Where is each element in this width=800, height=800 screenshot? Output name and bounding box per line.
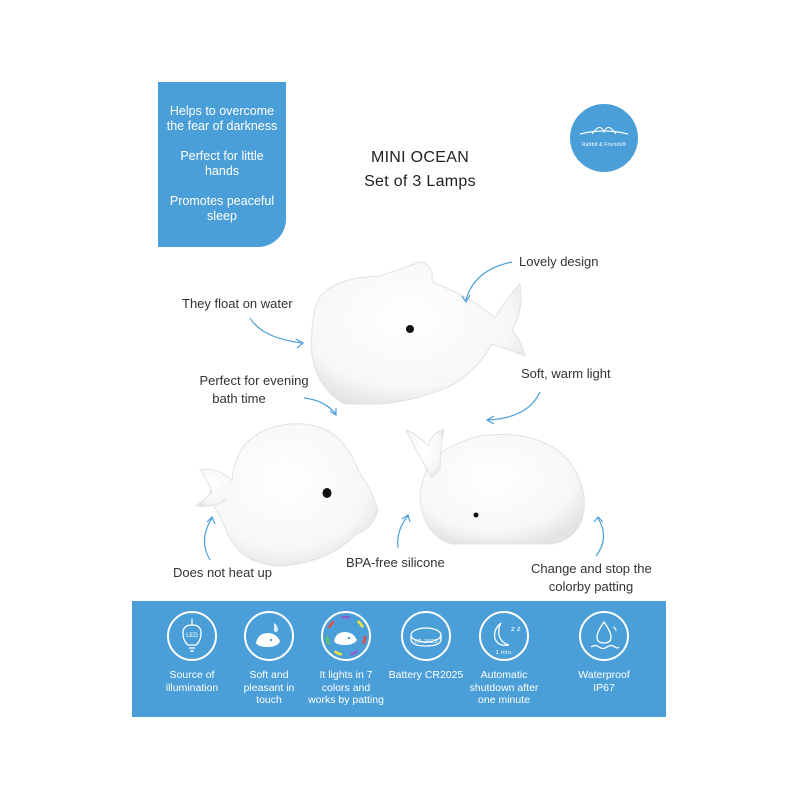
label-heat: Does not heat up: [173, 565, 273, 580]
arrow-warm-light: [487, 391, 541, 421]
label-change-line-1: Change and stop the: [531, 561, 652, 576]
benefits-panel: Helps to overcome the fear of darkness P…: [158, 82, 286, 247]
arrow-float: [249, 317, 303, 344]
label-warm-light: Soft, warm light: [521, 366, 611, 381]
benefit-little-hands: Perfect for little hands: [180, 149, 264, 178]
water-drop-icon: [579, 611, 629, 661]
title-line-2: Set of 3 Lamps: [364, 173, 476, 190]
label-lovely-design: Lovely design: [519, 254, 599, 269]
shark-eye: [406, 325, 414, 333]
feature-illumination-label: Source of illumination: [165, 669, 219, 694]
label-bath-line-2: bath time: [212, 391, 266, 406]
product-title: MINI OCEAN Set of 3 Lamps: [330, 146, 510, 194]
beluga-eye: [322, 488, 332, 498]
label-bpa: BPA-free silicone: [346, 555, 445, 570]
battery-icon-text: CR 2025: [414, 639, 438, 645]
feature-illumination: LED Source of illumination: [154, 611, 230, 694]
features-band: LED Source of illumination Soft and plea…: [132, 601, 666, 717]
feature-battery-label: Battery CR2025: [388, 669, 464, 681]
benefit-darkness: Helps to overcome the fear of darkness: [166, 104, 278, 133]
feature-colors: It lights in 7 colors and works by patti…: [308, 611, 384, 707]
arrow-lovely-design: [465, 261, 513, 301]
title-line-1: MINI OCEAN: [370, 149, 470, 166]
rainbow-whale-icon: [321, 611, 371, 661]
feature-colors-label: It lights in 7 colors and works by patti…: [308, 669, 384, 706]
label-bath: Perfect for evening bath time: [198, 372, 310, 408]
beluga-lamp: [194, 423, 379, 567]
feature-soft-touch: Soft and pleasant in touch: [231, 611, 307, 707]
whale-lamp: [404, 429, 585, 545]
logo-text: Rabbit & Friends®: [581, 142, 627, 148]
benefit-sleep: Promotes peaceful sleep: [169, 194, 275, 223]
shutdown-icon-text: 1 min.: [495, 650, 513, 656]
feature-soft-touch-label: Soft and pleasant in touch: [243, 669, 295, 706]
label-bath-line-1: Perfect for evening: [199, 373, 309, 388]
feature-battery: CR 2025 Battery CR2025: [388, 611, 464, 682]
rabbit-ears-icon: [579, 127, 629, 135]
arrow-bpa: [397, 515, 409, 549]
shark-lamp: [311, 261, 526, 405]
feature-shutdown-label: Automatic shutdown after one minute: [469, 669, 539, 706]
arrow-bath: [303, 397, 337, 415]
battery-coin-icon: CR 2025: [401, 611, 451, 661]
feature-waterproof: Waterproof IP67: [566, 611, 642, 694]
label-float: They float on water: [182, 296, 293, 311]
feature-waterproof-label: Waterproof IP67: [578, 669, 630, 694]
moon-sleep-icon: z z 1 min.: [479, 611, 529, 661]
led-bulb-icon: LED: [167, 611, 217, 661]
label-change: Change and stop the colorby patting: [531, 560, 652, 596]
svg-text:z z: z z: [511, 625, 521, 633]
feature-shutdown: z z 1 min. Automatic shutdown after one …: [466, 611, 542, 707]
brand-logo: Rabbit & Friends®: [570, 104, 638, 172]
whale-hand-icon: [244, 611, 294, 661]
svg-text:LED: LED: [186, 632, 198, 639]
arrow-change: [595, 517, 605, 557]
whale-eye: [473, 512, 479, 518]
arrow-heat: [203, 517, 213, 561]
label-change-line-2: colorby patting: [548, 579, 634, 594]
